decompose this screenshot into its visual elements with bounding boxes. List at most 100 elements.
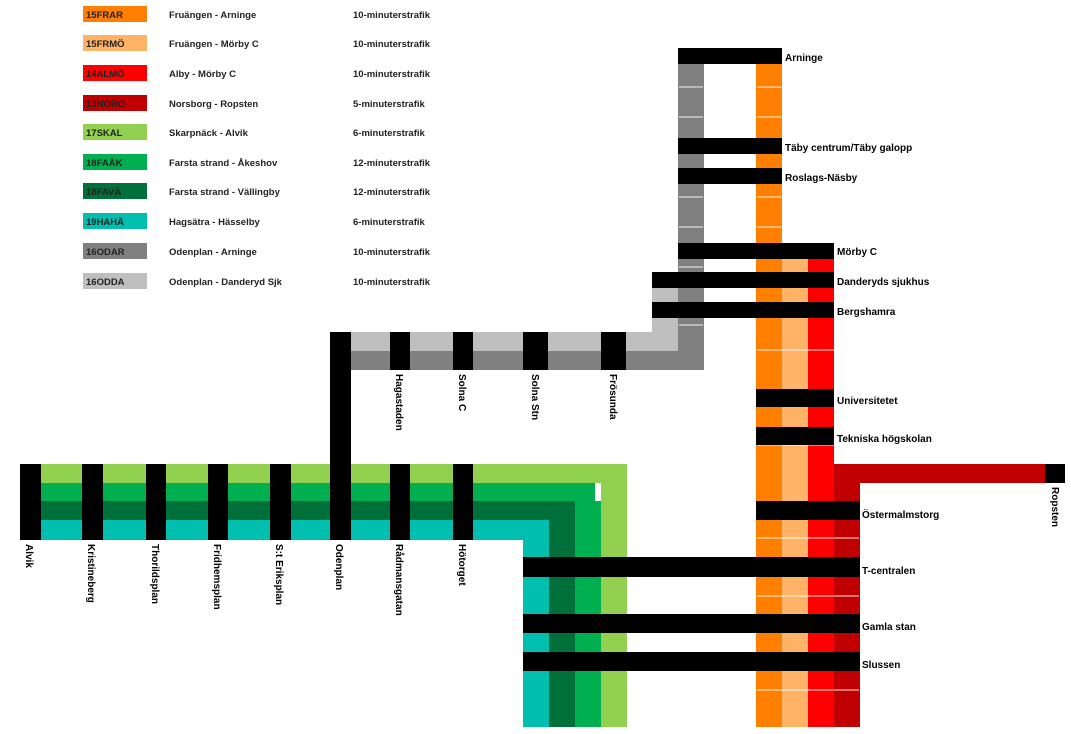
station-bar-taby [678,138,782,154]
station-bar-danderyd [652,272,834,288]
station-bar-solnac [453,332,473,370]
legend-swatch [83,183,147,199]
legend-swatch [83,213,147,229]
legend-swatch [83,65,147,81]
station-bar-bergshamra [652,302,834,318]
legend-swatch [83,154,147,170]
station-label-danderyd: Danderyds sjukhus [837,277,930,288]
legend-frequency: 10-minuterstrafik [353,10,431,21]
legend-code: 14ALMÖ [86,69,125,80]
station-label-radmansgatan: Rådmansgatan [393,544,405,616]
station-bar-morby [678,243,834,259]
station-bar-gamlastan [523,614,860,633]
station-bar-thorildsplan [146,464,166,540]
station-label-arninge: Arninge [785,53,823,64]
line-16ODAR-vertical [678,57,704,370]
legend-route: Odenplan - Arninge [169,247,257,258]
station-label-taby: Täby centrum/Täby galopp [785,143,912,154]
legend-swatch [83,95,147,111]
station-bar-ostermalmstorg [756,501,860,520]
station-label-fridhemsplan: Fridhemsplan [211,544,222,610]
station-bar-steriksplan [270,464,291,540]
legend-frequency: 10-minuterstrafik [353,247,431,258]
station-labels: Arninge Täby centrum/Täby galopp Roslags… [23,53,1060,671]
legend-frequency: 6-minuterstrafik [353,128,426,139]
legend-route: Fruängen - Mörby C [169,39,259,50]
station-label-hagastaden: Hagastaden [393,374,404,431]
line-13NORO-horizontal [834,464,1054,483]
station-bar-tcentralen [523,557,860,577]
station-label-gamlastan: Gamla stan [862,622,916,633]
station-bar-slussen [523,652,860,671]
legend-route: Farsta strand - Åkeshov [169,158,278,169]
station-bar-universitetet [756,389,834,407]
station-label-morby: Mörby C [837,247,877,258]
legend-frequency: 6-minuterstrafik [353,217,426,228]
legend-item: 15FRAR Fruängen - Arninge 10-minuterstra… [83,6,431,22]
legend-code: 16ODAR [86,247,125,258]
legend-item: 17SKAL Skarpnäck - Alvik 6-minuterstrafi… [83,124,426,140]
station-label-odenplan: Odenplan [333,544,344,590]
station-bar-hotorget [453,464,473,540]
station-bar-solnastn [523,332,548,370]
line-18FAAK-horizontal [20,483,595,501]
legend-frequency: 10-minuterstrafik [353,39,431,50]
station-bar-tekniska [756,427,834,445]
legend-frequency: 10-minuterstrafik [353,277,431,288]
station-label-kristineberg: Kristineberg [85,544,96,603]
legend-code: 18FAVÄ [86,187,121,198]
legend-code: 16ODDA [86,277,125,288]
legend-code: 17SKAL [86,128,123,139]
legend-code: 15FRMÖ [86,39,125,50]
station-bar-arninge [678,48,782,64]
legend-frequency: 12-minuterstrafik [353,158,431,169]
station-label-alvik: Alvik [23,544,34,568]
legend-route: Hagsätra - Hässelby [169,217,261,228]
line-17SKAL-vertical [601,464,627,727]
station-label-frosunda: Frösunda [607,374,618,420]
station-label-tekniska: Tekniska högskolan [837,434,932,445]
legend-code: 15FRAR [86,10,123,21]
station-label-universitetet: Universitetet [837,396,898,407]
station-label-slussen: Slussen [862,660,900,671]
legend-frequency: 5-minuterstrafik [353,99,426,110]
legend-item: 16ODDA Odenplan - Danderyd Sjk 10-minute… [83,273,431,289]
legend-item: 18FAÅK Farsta strand - Åkeshov 12-minute… [83,154,431,170]
station-label-roslags: Roslags-Näsby [785,173,858,184]
legend-route: Odenplan - Danderyd Sjk [169,277,283,288]
legend-code: 13NORO [86,99,125,110]
legend-swatch [83,243,147,259]
legend-item: 18FAVÄ Farsta strand - Vällingby 12-minu… [83,183,431,199]
legend-swatch [83,35,147,51]
line-15FRMO [782,243,808,727]
station-label-hotorget: Hötorget [456,544,467,586]
station-label-thorildsplan: Thorildsplan [149,544,160,604]
station-label-ostermalmstorg: Östermalmstorg [862,508,939,521]
legend-route: Alby - Mörby C [169,69,236,80]
station-bar-radmansgatan [390,464,410,540]
legend-code: 19HAHÄ [86,217,124,228]
legend-swatch [83,124,147,140]
station-bar-roslags [678,168,782,184]
legend-frequency: 10-minuterstrafik [353,69,431,80]
station-label-bergshamra: Bergshamra [837,307,896,318]
station-bar-fridhemsplan [208,464,228,540]
legend-item: 19HAHÄ Hagsätra - Hässelby 6-minuterstra… [83,213,426,229]
legend-swatch [83,6,147,22]
legend-route: Farsta strand - Vällingby [169,187,281,198]
legend-code: 18FAÅK [86,158,123,169]
line-16ODDA-horizontal [340,332,678,351]
station-bar-frosunda [601,332,626,370]
legend-frequency: 12-minuterstrafik [353,187,431,198]
station-label-steriksplan: S:t Eriksplan [273,544,284,605]
connector-odenplan [330,332,351,464]
legend-item: 13NORO Norsborg - Ropsten 5-minuterstraf… [83,95,426,111]
line-18FAVA-horizontal [20,501,575,520]
legend-route: Fruängen - Arninge [169,10,256,21]
legend-route: Skarpnäck - Alvik [169,128,249,139]
legend-item: 16ODAR Odenplan - Arninge 10-minuterstra… [83,243,431,259]
station-label-tcentralen: T-centralen [862,566,915,577]
station-label-solnac: Solna C [456,374,467,411]
legend-swatch [83,273,147,289]
